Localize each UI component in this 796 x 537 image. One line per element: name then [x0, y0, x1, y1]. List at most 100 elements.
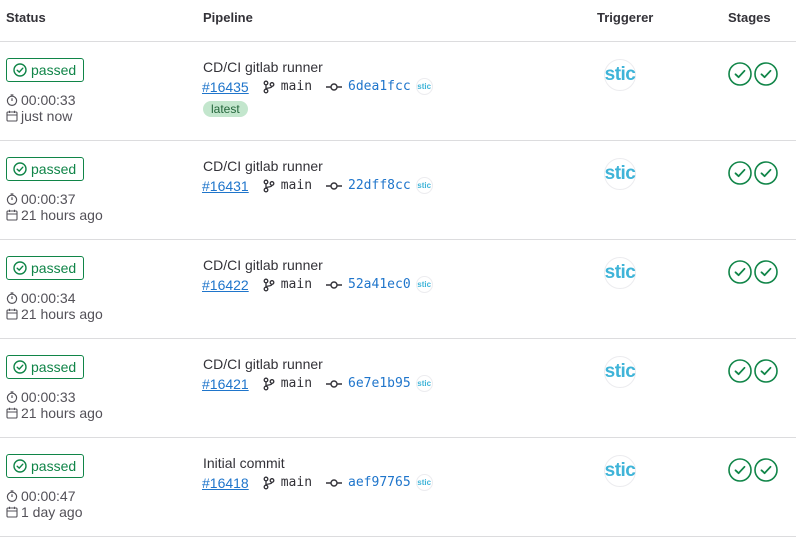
stage-passed-icon[interactable] — [728, 260, 752, 284]
status-badge[interactable]: passed — [6, 454, 85, 478]
pipeline-title[interactable]: CD/CI gitlab runner — [203, 356, 323, 372]
duration-value: 00:00:33 — [21, 92, 76, 108]
commit-author-avatar[interactable]: stic — [415, 375, 433, 392]
triggerer-avatar[interactable]: stic — [604, 158, 636, 190]
branch-icon — [263, 278, 275, 291]
check-circle-icon — [13, 162, 27, 176]
commit-sha[interactable]: 22dff8cc — [348, 178, 411, 193]
timer-icon — [6, 94, 18, 106]
status-label: passed — [31, 359, 77, 375]
commit-icon — [326, 82, 343, 91]
stage-passed-icon[interactable] — [728, 62, 752, 86]
pipeline-title[interactable]: CD/CI gitlab runner — [203, 257, 323, 273]
branch-name[interactable]: main — [280, 376, 313, 391]
status-label: passed — [31, 260, 77, 276]
finished-time: 21 hours ago — [6, 207, 103, 223]
timer-icon — [6, 391, 18, 403]
stages-group — [728, 359, 780, 383]
commit-icon — [326, 478, 343, 487]
stage-passed-icon[interactable] — [728, 359, 752, 383]
branch-name[interactable]: main — [280, 475, 313, 490]
calendar-icon — [6, 506, 18, 518]
duration-value: 00:00:33 — [21, 389, 76, 405]
table-row: passed 00:00:47 1 day ago Initial commit… — [0, 438, 796, 537]
table-header: Status Pipeline Triggerer Stages — [0, 0, 796, 42]
pipeline-id-link[interactable]: #16422 — [202, 276, 249, 293]
triggerer-avatar[interactable]: stic — [604, 257, 636, 289]
commit-icon — [326, 379, 343, 388]
check-circle-icon — [13, 459, 27, 473]
commit-author-avatar[interactable]: stic — [415, 276, 433, 293]
finished-time: 1 day ago — [6, 504, 83, 520]
status-badge[interactable]: passed — [6, 157, 85, 181]
pipeline-id-link[interactable]: #16421 — [202, 375, 249, 392]
commit-author-avatar[interactable]: stic — [415, 177, 433, 194]
commit-sha[interactable]: 52a41ec0 — [348, 277, 411, 292]
pipeline-title[interactable]: CD/CI gitlab runner — [203, 59, 323, 75]
pipeline-id-link[interactable]: #16435 — [202, 78, 249, 95]
branch-icon — [263, 377, 275, 390]
branch-icon — [263, 80, 275, 93]
calendar-icon — [6, 209, 18, 221]
table-row: passed 00:00:37 21 hours ago CD/CI gitla… — [0, 141, 796, 240]
stage-passed-icon[interactable] — [728, 161, 752, 185]
finished-value: 21 hours ago — [21, 405, 103, 421]
stages-group — [728, 161, 780, 185]
branch-name[interactable]: main — [280, 178, 313, 193]
status-badge[interactable]: passed — [6, 355, 85, 379]
commit-author-avatar[interactable]: stic — [415, 474, 433, 491]
status-badge[interactable]: passed — [6, 256, 85, 280]
commit-icon — [326, 280, 343, 289]
status-label: passed — [31, 62, 77, 78]
stage-passed-icon[interactable] — [754, 359, 778, 383]
timer-icon — [6, 490, 18, 502]
timer-icon — [6, 292, 18, 304]
pipeline-title[interactable]: CD/CI gitlab runner — [203, 158, 323, 174]
branch-name[interactable]: main — [280, 277, 313, 292]
check-circle-icon — [13, 261, 27, 275]
finished-time: 21 hours ago — [6, 306, 103, 322]
stage-passed-icon[interactable] — [754, 62, 778, 86]
finished-value: just now — [21, 108, 73, 124]
duration: 00:00:47 — [6, 488, 76, 504]
check-circle-icon — [13, 63, 27, 77]
duration-value: 00:00:34 — [21, 290, 76, 306]
column-header-stages: Stages — [728, 10, 771, 25]
branch-icon — [263, 476, 275, 489]
duration-value: 00:00:47 — [21, 488, 76, 504]
check-circle-icon — [13, 360, 27, 374]
table-row: passed 00:00:34 21 hours ago CD/CI gitla… — [0, 240, 796, 339]
commit-author-avatar[interactable]: stic — [415, 78, 433, 95]
status-badge[interactable]: passed — [6, 58, 85, 82]
table-row: passed 00:00:33 21 hours ago CD/CI gitla… — [0, 339, 796, 438]
table-row: passed 00:00:33 just now CD/CI gitlab ru… — [0, 42, 796, 141]
stage-passed-icon[interactable] — [754, 260, 778, 284]
pipeline-id-link[interactable]: #16431 — [202, 177, 249, 194]
status-label: passed — [31, 458, 77, 474]
stage-passed-icon[interactable] — [728, 458, 752, 482]
finished-time: just now — [6, 108, 72, 124]
latest-badge: latest — [203, 101, 248, 117]
pipeline-id-link[interactable]: #16418 — [202, 474, 249, 491]
duration-value: 00:00:37 — [21, 191, 76, 207]
triggerer-avatar[interactable]: stic — [604, 455, 636, 487]
commit-sha[interactable]: 6dea1fcc — [348, 79, 411, 94]
stage-passed-icon[interactable] — [754, 458, 778, 482]
branch-name[interactable]: main — [280, 79, 313, 94]
column-header-status: Status — [6, 10, 46, 25]
status-label: passed — [31, 161, 77, 177]
finished-value: 21 hours ago — [21, 306, 103, 322]
triggerer-avatar[interactable]: stic — [604, 356, 636, 388]
triggerer-avatar[interactable]: stic — [604, 59, 636, 91]
stage-passed-icon[interactable] — [754, 161, 778, 185]
duration: 00:00:33 — [6, 92, 76, 108]
commit-sha[interactable]: aef97765 — [348, 475, 411, 490]
stages-group — [728, 458, 780, 482]
commit-sha[interactable]: 6e7e1b95 — [348, 376, 411, 391]
pipeline-title[interactable]: Initial commit — [203, 455, 285, 471]
finished-value: 1 day ago — [21, 504, 83, 520]
finished-time: 21 hours ago — [6, 405, 103, 421]
calendar-icon — [6, 308, 18, 320]
calendar-icon — [6, 110, 18, 122]
duration: 00:00:34 — [6, 290, 76, 306]
